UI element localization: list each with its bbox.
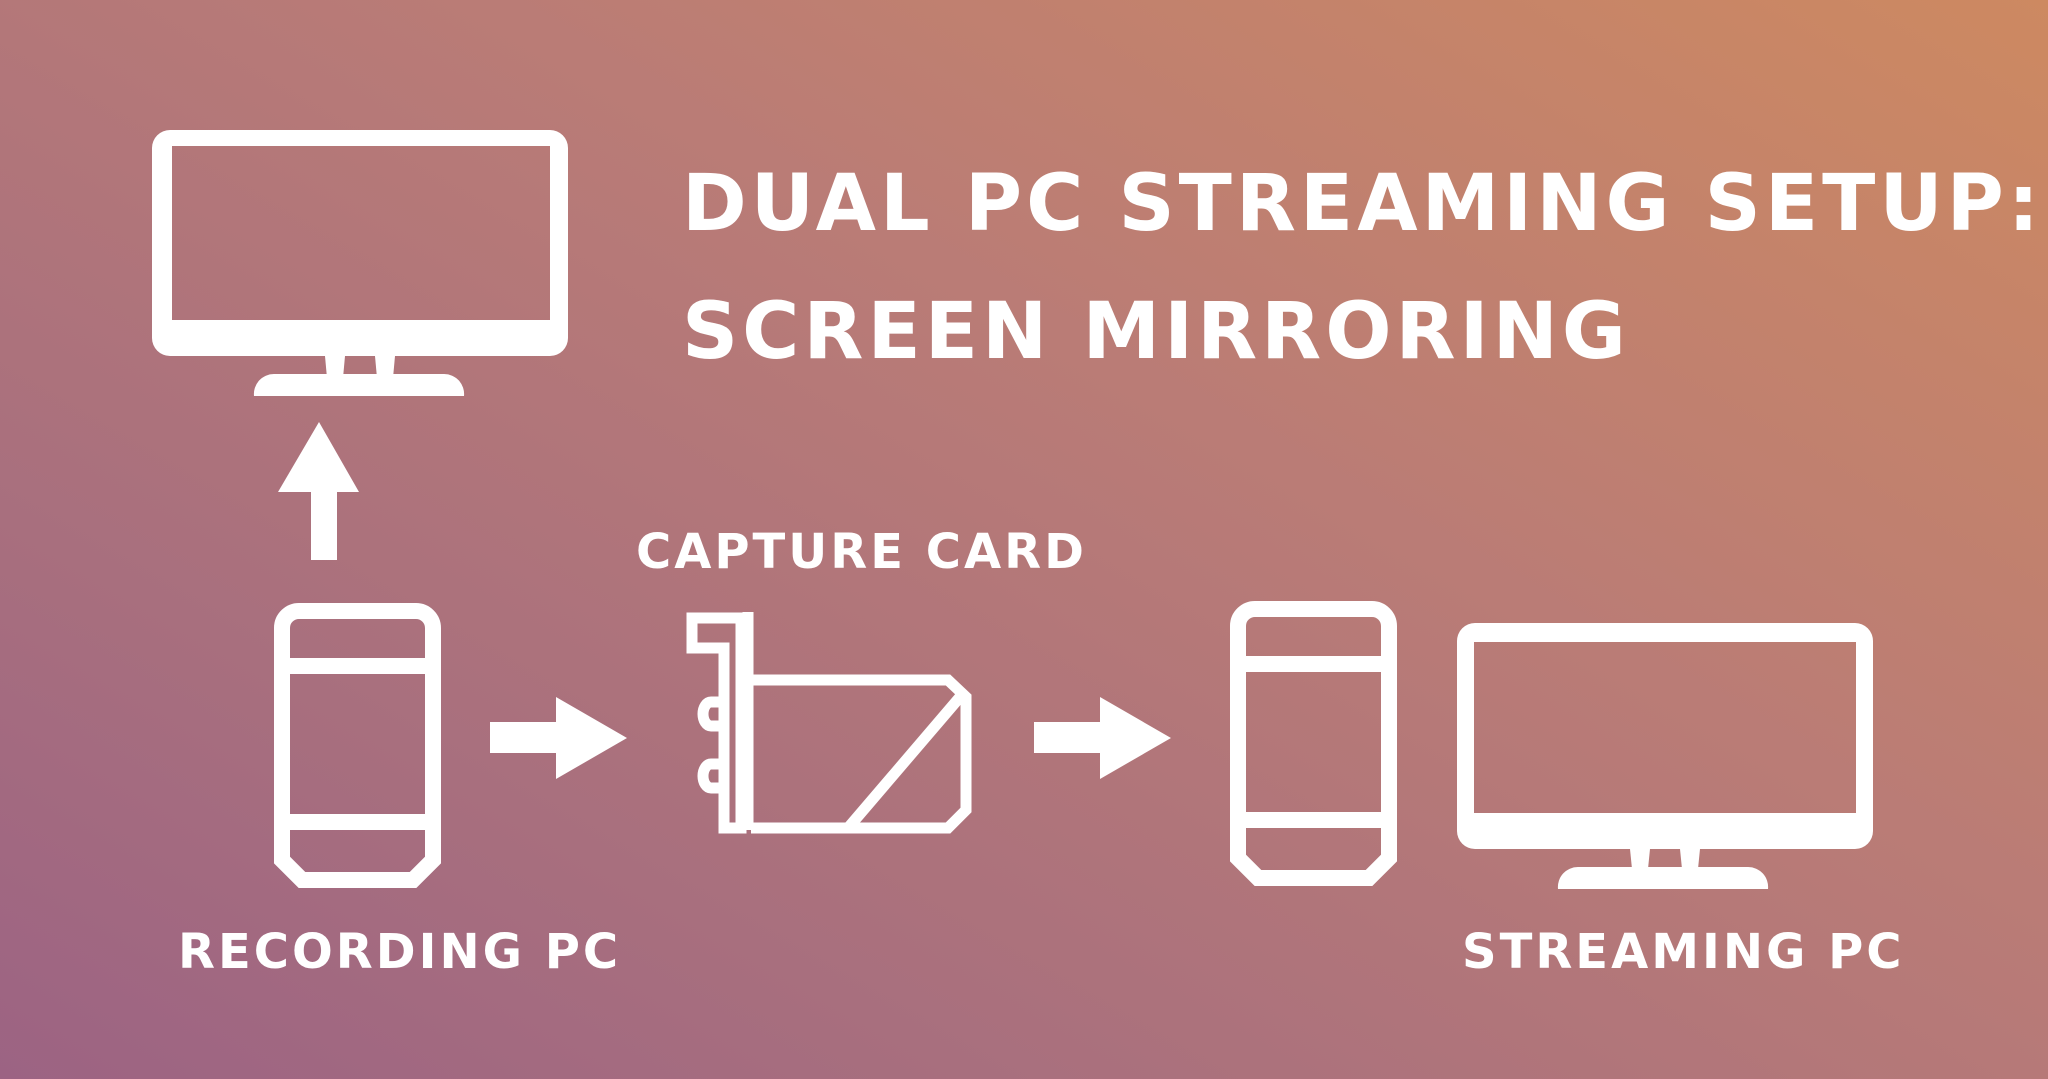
arrow-right-icon [1034,697,1171,779]
capture-card-label: CAPTURE CARD [636,524,1087,580]
mirror-monitor-icon [152,130,568,396]
capture-card-icon [686,612,972,834]
recording-pc-label: RECORDING PC [178,924,622,980]
arrow-right-icon [490,697,627,779]
recording-pc-tower-icon [273,603,441,888]
streaming-pc-label: STREAMING PC [1462,924,1905,980]
streaming-monitor-icon [1457,623,1873,889]
title-line-1: DUAL PC STREAMING SETUP: [682,159,2044,249]
streaming-pc-tower-icon [1229,601,1397,886]
title-line-2: SCREEN MIRRORING [682,287,1630,377]
page-title: DUAL PC STREAMING SETUP: SCREEN MIRRORIN… [682,140,2043,396]
arrow-up-icon [278,422,359,560]
